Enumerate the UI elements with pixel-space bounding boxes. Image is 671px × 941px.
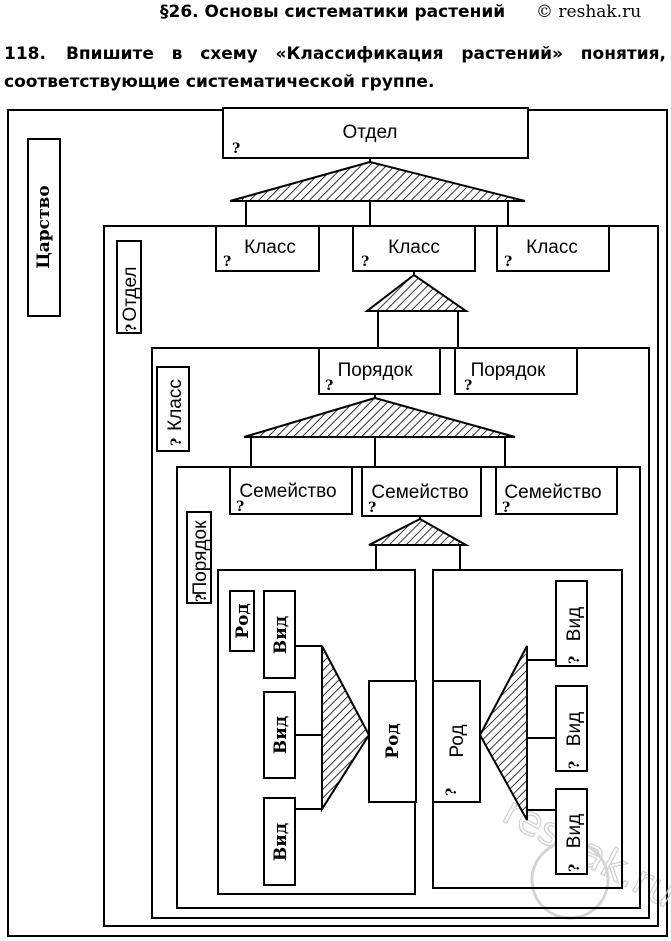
right-species-label-3: Вид xyxy=(564,814,585,848)
class-label-1: Класс xyxy=(244,237,296,258)
left-genus-box xyxy=(368,680,417,803)
question-mark: ? xyxy=(232,141,240,157)
left-species-box-1 xyxy=(263,590,296,679)
division-label-top: Отдел xyxy=(343,122,398,143)
division-box-top xyxy=(222,107,529,159)
left-species-label-2: Вид xyxy=(271,716,291,754)
question-mark: ? xyxy=(567,761,583,769)
task-number: 118. xyxy=(4,44,46,64)
right-species-label-2: Вид xyxy=(564,712,585,746)
right-species-label-1: Вид xyxy=(564,607,585,641)
division-side-box xyxy=(116,240,142,334)
right-species-box-2 xyxy=(555,685,588,772)
branch-triangle-right xyxy=(478,645,528,821)
class-label-3: Класс xyxy=(526,237,578,258)
question-mark: ? xyxy=(325,378,333,394)
branch-triangle-left xyxy=(321,645,371,813)
question-mark: ? xyxy=(361,254,369,270)
question-mark: ? xyxy=(169,438,185,446)
question-mark: ? xyxy=(236,499,244,515)
copyright-text: © reshak.ru xyxy=(536,2,642,22)
kingdom-label: Царство xyxy=(34,185,54,268)
class-box-3 xyxy=(496,225,610,272)
question-mark: ? xyxy=(368,500,376,516)
right-species-box-3 xyxy=(555,788,588,875)
page-header: §26. Основы систематики растений © resha… xyxy=(0,2,671,28)
left-genus-label: Род xyxy=(383,723,403,758)
left-species-label-1: Вид xyxy=(271,616,291,654)
left-species-box-3 xyxy=(263,797,296,886)
family-box-3 xyxy=(495,466,618,515)
question-mark: ? xyxy=(194,594,210,602)
task-instruction-2: соответствующие систематической группе. xyxy=(4,72,435,92)
left-genus-side-label: Род xyxy=(233,603,253,638)
family-label-3: Семейство xyxy=(504,482,601,503)
order-label-2: Порядок xyxy=(471,360,547,381)
family-box-2 xyxy=(361,466,482,517)
right-genus-label: Род xyxy=(447,724,468,757)
class-box-1 xyxy=(215,225,320,272)
right-genus-box xyxy=(432,680,481,803)
question-mark: ? xyxy=(464,378,472,394)
order-side-box xyxy=(186,511,212,604)
class-side-label: Класс xyxy=(165,379,186,431)
question-mark: ? xyxy=(444,788,460,796)
question-mark: ? xyxy=(567,656,583,664)
branch-triangle-2 xyxy=(364,273,470,312)
order-box-2 xyxy=(454,347,578,395)
family-label-1: Семейство xyxy=(239,481,336,502)
question-mark: ? xyxy=(223,254,231,270)
question-mark: ? xyxy=(504,254,512,270)
left-species-label-3: Вид xyxy=(271,823,291,861)
branch-triangle-1 xyxy=(229,160,526,202)
left-species-box-2 xyxy=(263,691,296,779)
class-label-2: Класс xyxy=(388,237,440,258)
question-mark: ? xyxy=(124,324,140,332)
task-instruction-1: Впишите в схему «Классификация растений»… xyxy=(65,44,666,64)
task-line-1: 118. Впишите в схему «Классификация расте… xyxy=(4,40,666,68)
kingdom-box xyxy=(27,138,61,317)
branch-triangle-3 xyxy=(243,396,516,438)
task-text: 118. Впишите в схему «Классификация расте… xyxy=(4,40,666,96)
order-label-1: Порядок xyxy=(338,360,414,381)
family-box-1 xyxy=(229,466,353,515)
class-side-box xyxy=(156,366,190,452)
question-mark: ? xyxy=(502,500,510,516)
question-mark: ? xyxy=(567,864,583,872)
section-title: §26. Основы систематики растений xyxy=(160,2,506,22)
order-box-1 xyxy=(318,347,441,395)
left-genus-side-box xyxy=(229,590,255,652)
right-species-box-1 xyxy=(555,580,588,667)
division-side-label: Отдел xyxy=(120,267,141,322)
branch-triangle-4 xyxy=(368,517,470,546)
order-side-label: Порядок xyxy=(190,520,211,596)
family-label-2: Семейство xyxy=(371,482,468,503)
